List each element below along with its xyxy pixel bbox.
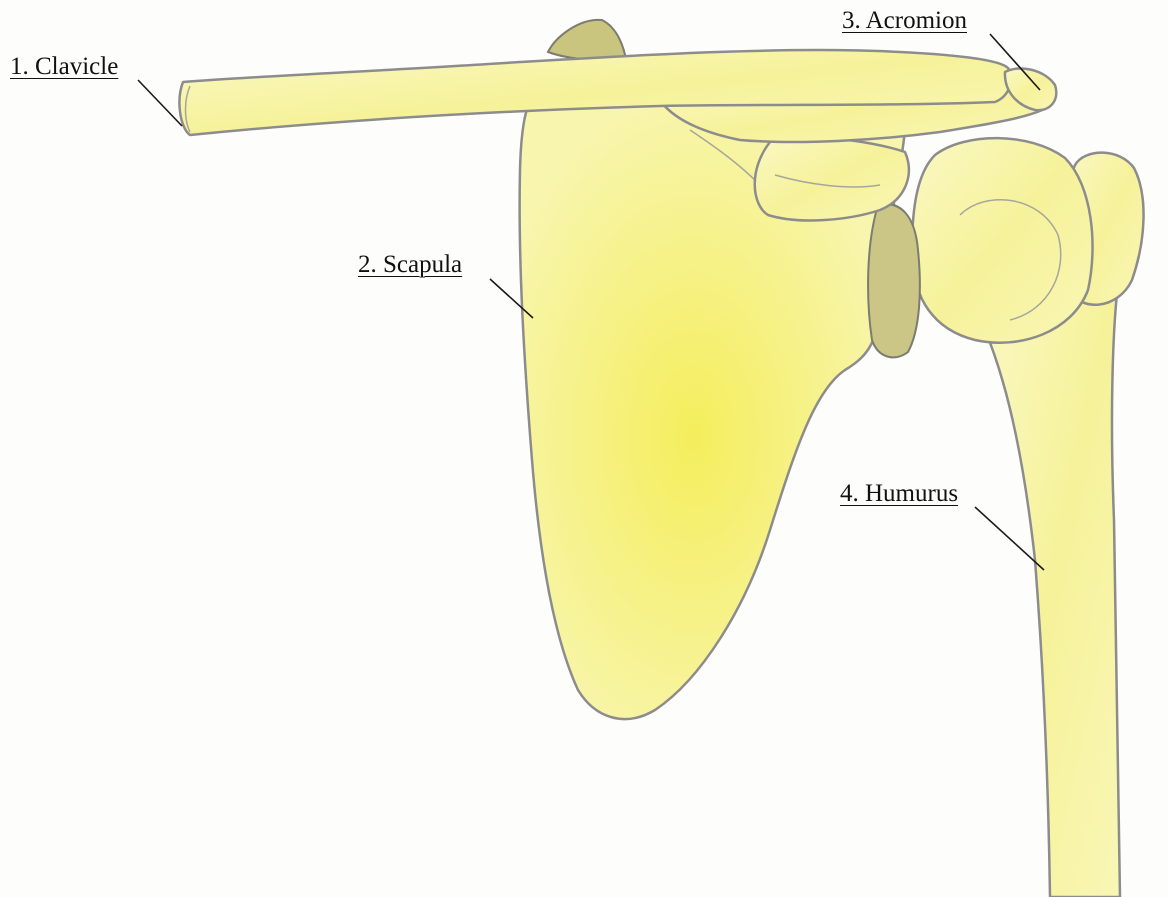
label-clavicle: 1. Clavicle [10, 54, 118, 79]
scapula-superior-angle [548, 20, 626, 61]
humeral-head [912, 138, 1093, 343]
glenoid-cavity [868, 204, 920, 357]
label-humerus: 4. Humurus [840, 481, 958, 506]
coracoid-process [755, 137, 909, 220]
label-acromion: 3. Acromion [842, 8, 967, 33]
label-scapula: 2. Scapula [358, 252, 462, 277]
leader-line-clavicle [138, 80, 182, 126]
humerus-bone [985, 270, 1120, 897]
